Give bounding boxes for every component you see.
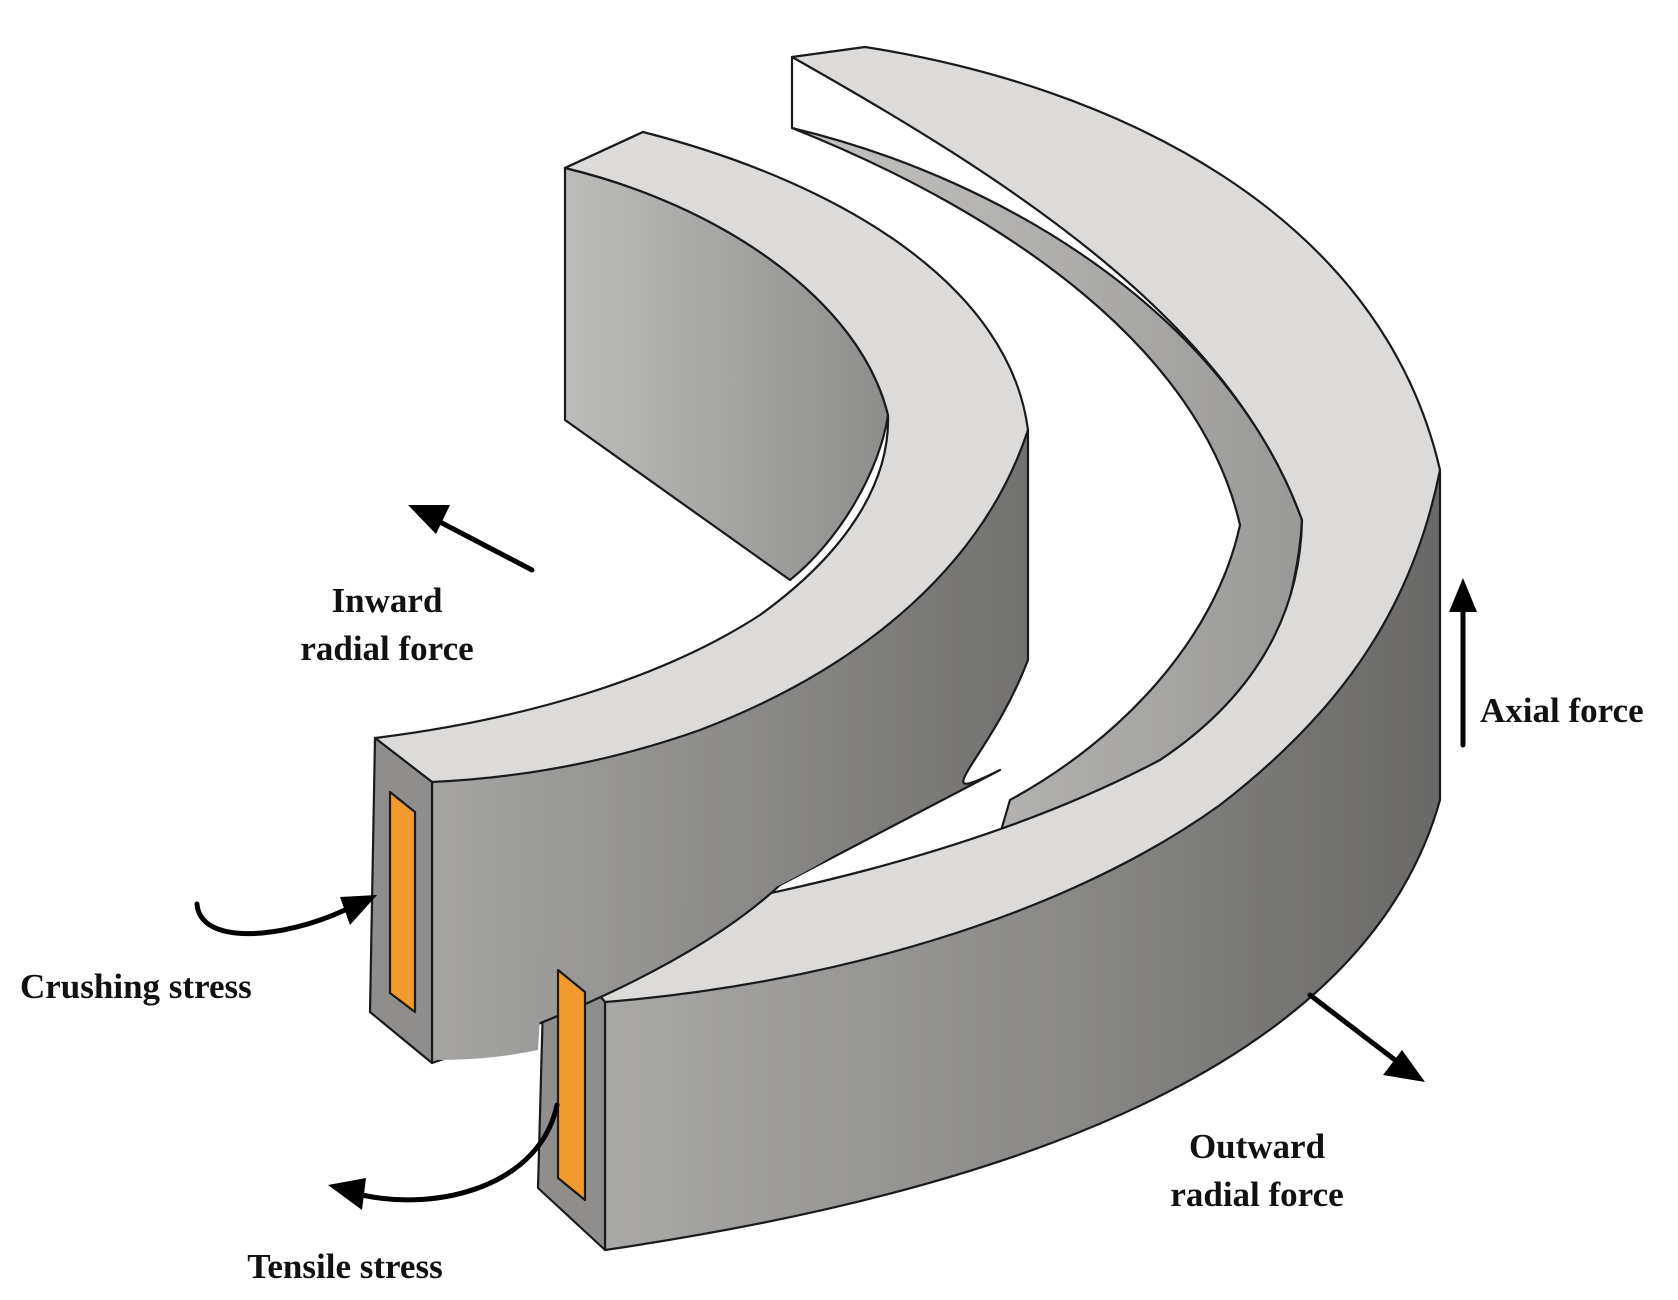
inner-conductor	[388, 790, 417, 1014]
crushing-stress-arrow	[194, 895, 377, 937]
inner-winding-top-face	[373, 130, 1030, 784]
outer-conductor	[556, 968, 587, 1202]
inner-winding-side-face-fill	[435, 432, 1026, 1060]
inward-label-line1: Inward	[332, 581, 443, 620]
axial-label: Axial force	[1480, 691, 1644, 730]
inner-winding-segment	[368, 130, 1030, 1065]
outward-force-arrow	[1307, 992, 1425, 1082]
outer-winding-top-face	[543, 45, 1442, 1004]
inward-force-arrow	[408, 505, 535, 573]
inward-label-line2: radial force	[300, 629, 473, 668]
outward-label-line1: Outward	[1189, 1127, 1326, 1166]
tensile-stress-arrow	[328, 1102, 560, 1210]
axial-force-arrow	[1449, 578, 1477, 748]
tensile-label: Tensile stress	[247, 1247, 442, 1286]
crushing-label: Crushing stress	[20, 967, 252, 1006]
outward-label-line2: radial force	[1170, 1175, 1343, 1214]
